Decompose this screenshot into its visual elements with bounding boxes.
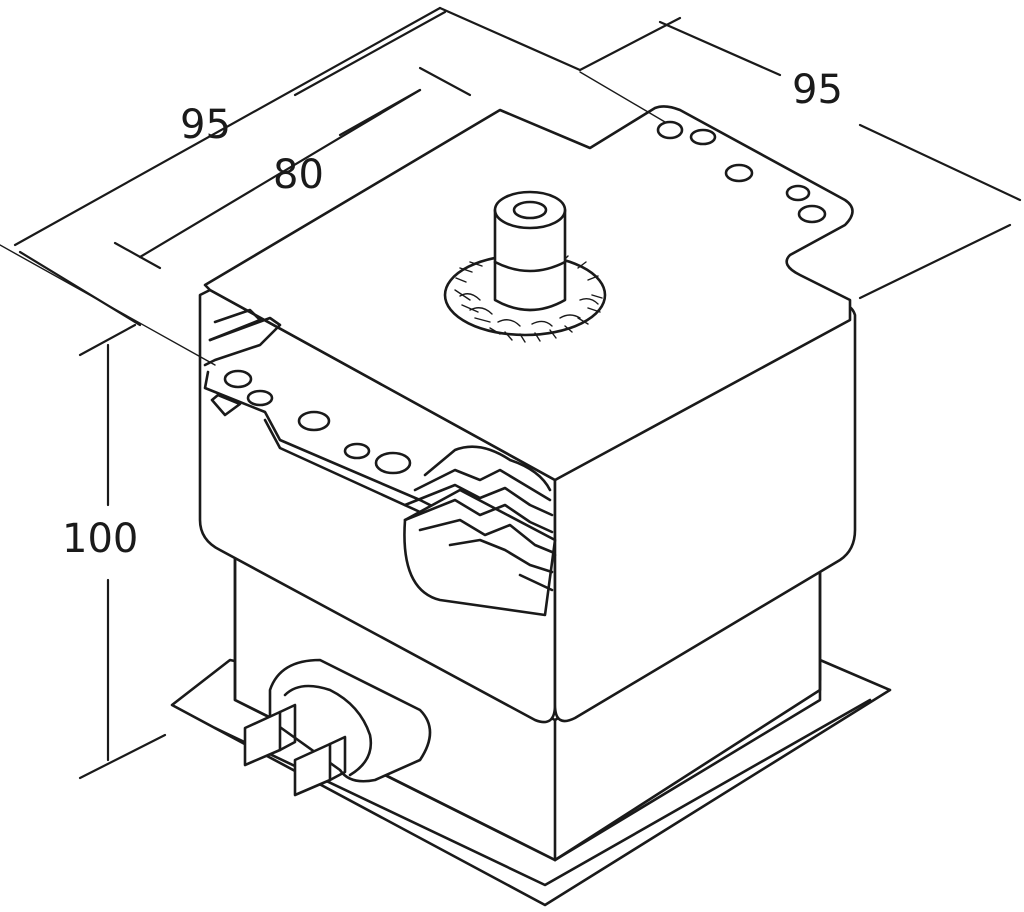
mounting-hole [223, 369, 253, 389]
mounting-hole [689, 128, 717, 146]
dim-label-top-left-inner: 80 [273, 152, 324, 198]
mounting-hole [797, 204, 827, 224]
terminal-pin [293, 735, 347, 797]
terminal-pin [243, 703, 297, 767]
mounting-hole [374, 451, 412, 475]
mounting-hole [343, 442, 371, 460]
dim-label-top-right: 95 [792, 67, 843, 113]
dimension-labels: 95 80 95 100 [62, 67, 843, 562]
mounting-hole [724, 163, 754, 183]
dim-label-top-left-outer: 95 [180, 102, 231, 148]
filament-connector [243, 658, 432, 797]
dim-label-height: 100 [62, 516, 138, 562]
dimension-lines [0, 6, 1022, 780]
mounting-hole [656, 120, 684, 140]
output-antenna [443, 190, 607, 343]
cooling-fins [403, 445, 557, 617]
mounting-hole [785, 184, 811, 202]
mounting-hole [246, 389, 274, 407]
mounting-holes [223, 120, 827, 475]
mounting-hole [297, 410, 331, 432]
